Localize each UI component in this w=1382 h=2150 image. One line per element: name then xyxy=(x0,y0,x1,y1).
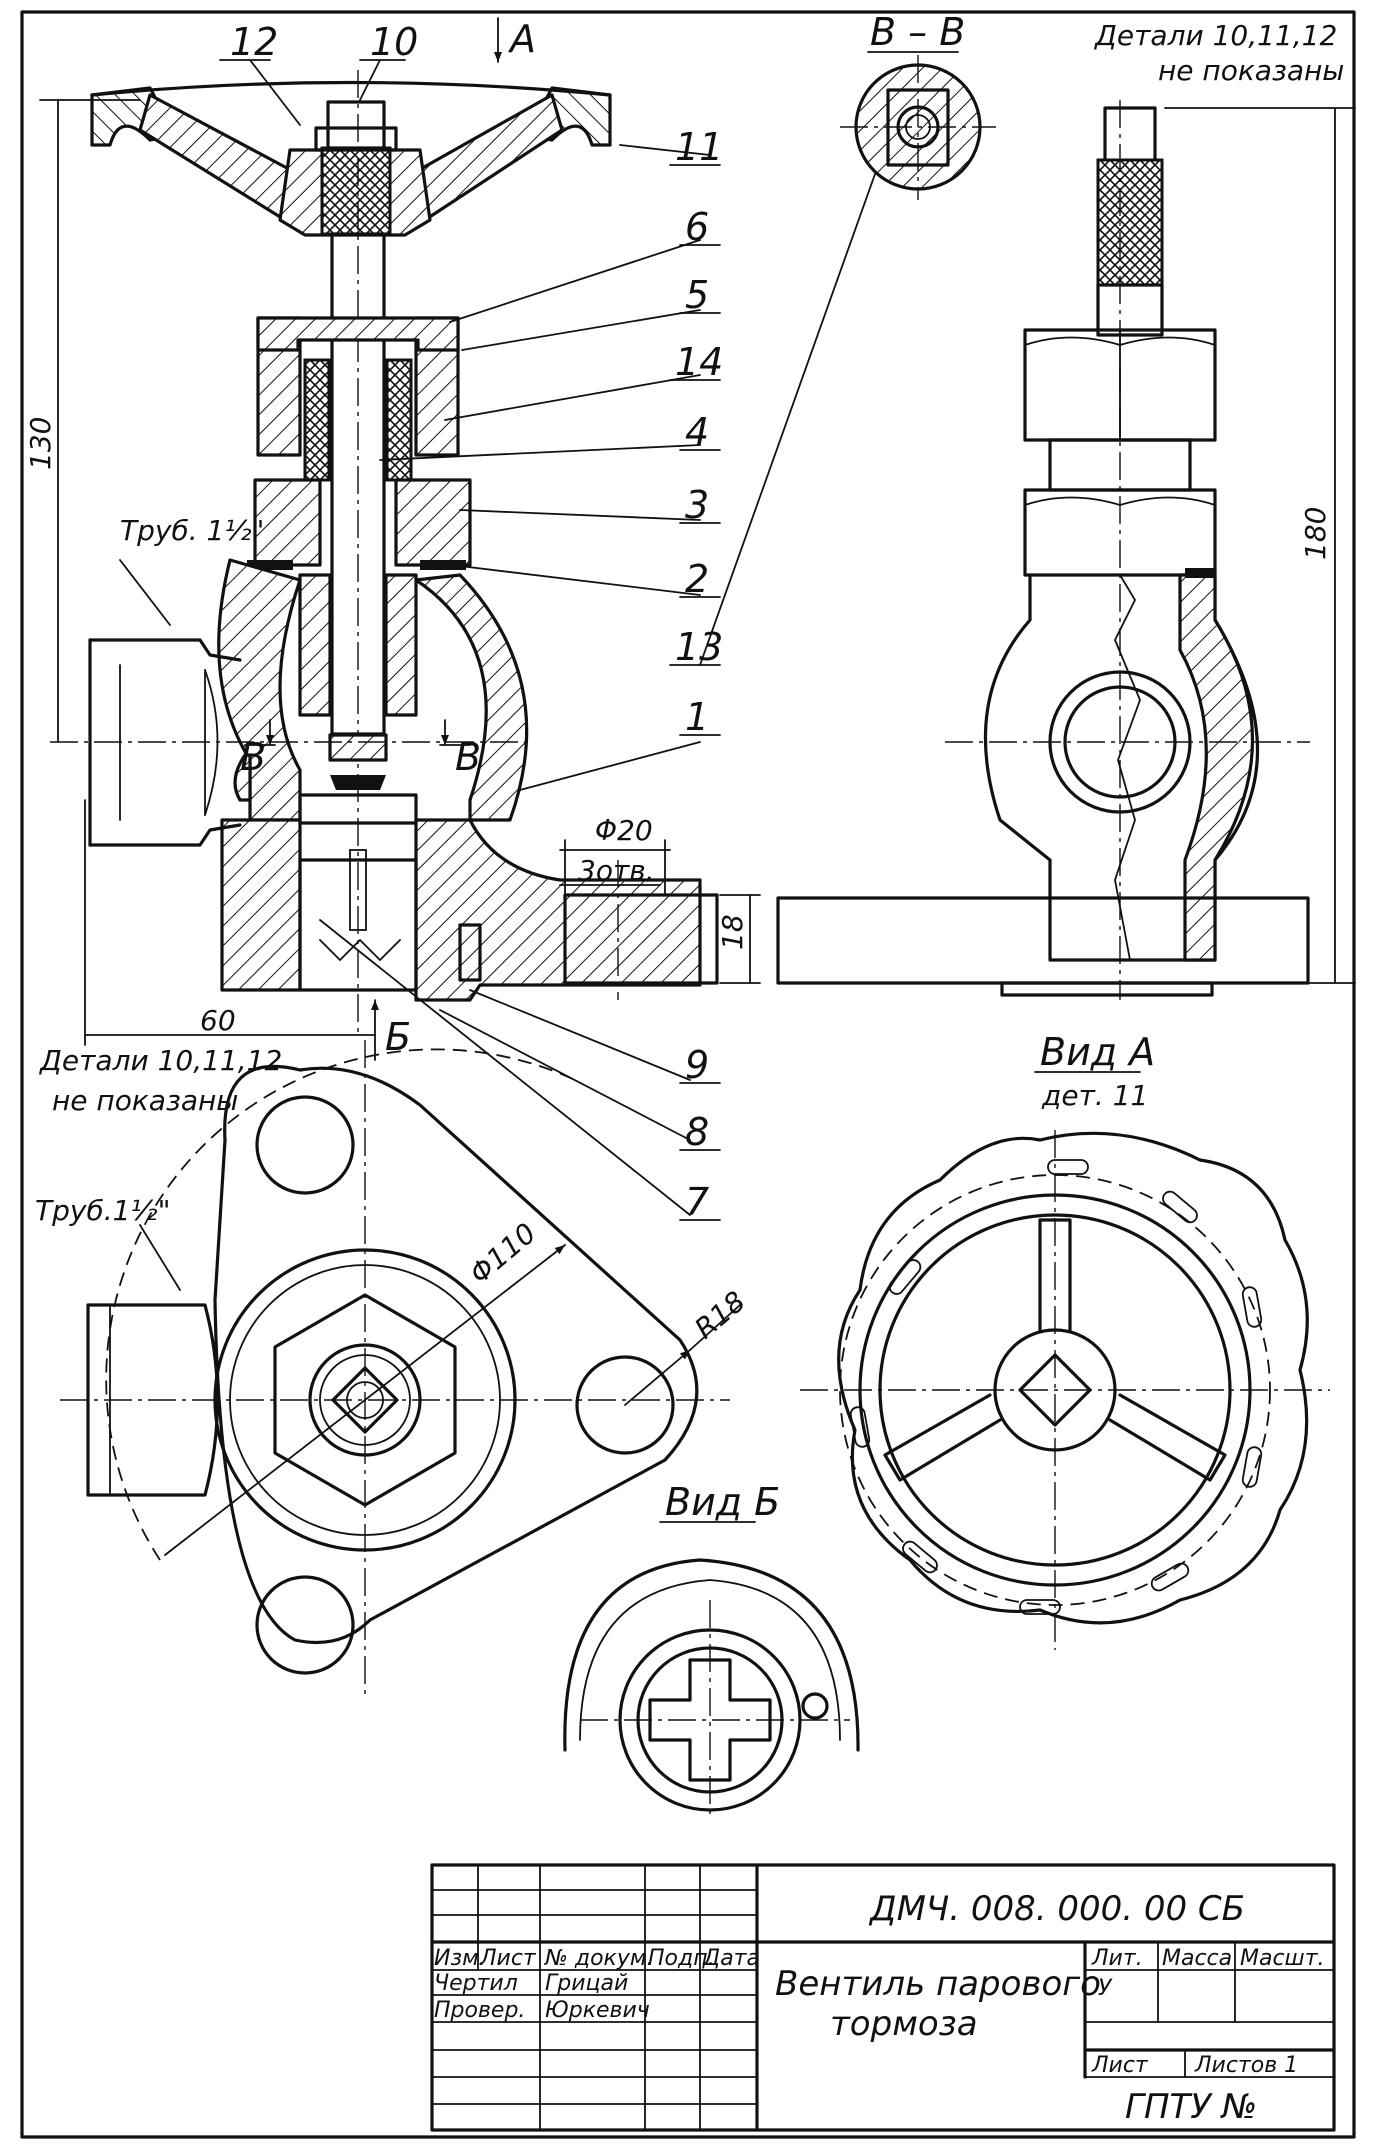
callout-8: 8 xyxy=(685,1110,709,1154)
note-top-right-1: Детали 10,11,12 xyxy=(1093,19,1337,52)
dim-holes: 3отв. xyxy=(578,854,655,887)
tb-h-sign: Подп. xyxy=(648,1946,715,1971)
view-a-title: Вид А xyxy=(1040,1030,1155,1074)
tb-h-izm: Изм. xyxy=(434,1946,486,1971)
section-b-b: В – В xyxy=(840,10,996,200)
callout-10: 10 xyxy=(370,20,418,64)
callout-13: 13 xyxy=(675,625,723,669)
tb-role-checked: Провер. xyxy=(434,1998,525,2023)
tb-h-list: Лист xyxy=(479,1946,537,1971)
tb-role-drawn: Чертил xyxy=(434,1971,518,1996)
callout-7: 7 xyxy=(685,1180,709,1224)
tb-name-checked: Юркевич xyxy=(545,1998,650,2023)
pipe-label-front: Труб. 1½" xyxy=(120,514,264,547)
dim-r18: R18 xyxy=(688,1285,751,1346)
plan-view: Детали 10,11,12 не показаны Φ110 R18 Тру… xyxy=(35,1040,752,1700)
view-arrow-a: А xyxy=(507,17,536,61)
tb-name-drawn: Грицай xyxy=(545,1971,628,1996)
view-a-subtitle: дет. 11 xyxy=(1041,1079,1148,1112)
callout-3: 3 xyxy=(685,483,709,527)
callout-9: 9 xyxy=(685,1043,709,1087)
tb-sheet: Лист xyxy=(1091,2053,1149,2078)
callout-leaders xyxy=(249,59,881,1216)
callout-14: 14 xyxy=(675,340,723,384)
dim-60: 60 xyxy=(200,1004,236,1037)
front-dimensions: 130 60 Φ20 3отв. 18 Труб. 1½" xyxy=(24,99,761,1046)
dim-dia-110: Φ110 xyxy=(463,1217,542,1291)
tb-name-line1: Вентиль парового xyxy=(775,1964,1101,2004)
tb-h-doc: № докум. xyxy=(544,1946,653,1971)
callout-2: 2 xyxy=(685,557,709,601)
tb-lit-value: У xyxy=(1098,1976,1113,2001)
tb-col-lit: Лит. xyxy=(1091,1946,1143,1971)
handwheel-view-a xyxy=(800,1130,1330,1650)
tb-col-scale: Масшт. xyxy=(1240,1946,1325,1971)
tb-org: ГПТУ № xyxy=(1125,2087,1257,2127)
front-section-view: В В А Б xyxy=(50,17,719,1061)
callout-1: 1 xyxy=(685,695,709,739)
note-left-1: Детали 10,11,12 xyxy=(38,1044,282,1077)
callout-6: 6 xyxy=(685,205,709,249)
tb-h-date: Дата xyxy=(702,1946,760,1971)
callout-4: 4 xyxy=(685,410,709,454)
pipe-label-plan: Труб.1½" xyxy=(35,1194,170,1227)
view-b: Вид Б xyxy=(563,1480,860,1820)
tb-sheets: Листов 1 xyxy=(1194,2053,1298,2078)
callout-12: 12 xyxy=(230,20,278,64)
view-b-title: Вид Б xyxy=(665,1480,780,1524)
tb-col-mass: Масса xyxy=(1162,1946,1232,1971)
tb-designation: ДМЧ. 008. 000. 00 СБ xyxy=(868,1889,1245,1929)
note-top-right-2: не показаны xyxy=(1158,54,1344,87)
callout-5: 5 xyxy=(685,273,709,317)
drawing-frame xyxy=(20,10,1356,2139)
dim-180: 180 xyxy=(1299,507,1332,560)
callout-numbers: 12 10 11 6 5 14 4 3 2 13 1 9 8 7 xyxy=(219,20,723,1224)
side-view: Детали 10,11,12 не показаны 180 Вид А де… xyxy=(776,19,1356,1112)
note-left-2: не показаны xyxy=(52,1084,238,1117)
tb-name-line2: тормоза xyxy=(830,2004,978,2044)
section-bb-title: В – В xyxy=(870,10,965,54)
title-block: ДМЧ. 008. 000. 00 СБ Изм. Лист № докум. … xyxy=(430,1863,1336,2132)
dim-18: 18 xyxy=(716,914,749,950)
callout-11: 11 xyxy=(675,125,723,169)
dim-dia-20: Φ20 xyxy=(595,814,653,847)
dim-130: 130 xyxy=(24,417,57,470)
